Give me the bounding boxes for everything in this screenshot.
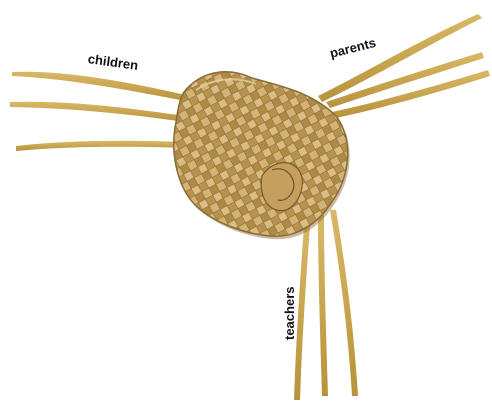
parents-strands [318, 14, 490, 118]
teachers-label: teachers [283, 287, 296, 340]
teachers-strand-2 [318, 214, 328, 396]
children-strand-3 [16, 141, 182, 151]
children-strands [10, 72, 190, 151]
teachers-strands [294, 210, 358, 400]
teachers-strand-3 [330, 210, 358, 396]
children-strand-2 [10, 102, 185, 122]
children-strand-1 [12, 72, 190, 102]
